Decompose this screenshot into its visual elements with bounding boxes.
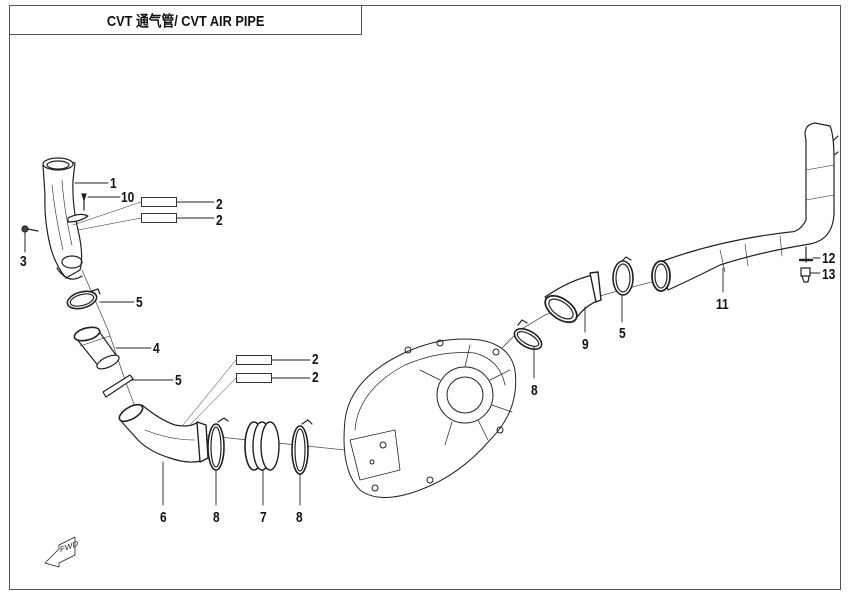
part-10-clip [67,193,89,223]
callout-part-9: 9 [582,336,589,353]
label-placeholder-box [236,355,272,365]
callout-part-4: 4 [153,340,160,357]
part-5-clamp-strip [102,374,134,398]
part-5-clamp-right [612,256,634,323]
callout-part-2: 2 [216,196,223,213]
part-1-upper-duct [42,157,83,280]
callout-part-3: 3 [20,253,27,270]
callout-part-11: 11 [716,296,729,313]
callout-part-8: 8 [296,509,303,526]
title-box: CVT 通气管/ CVT AIR PIPE [9,5,362,35]
callout-part-2: 2 [312,369,319,386]
callout-part-6: 6 [160,509,167,526]
label-placeholder-box [141,197,177,207]
part-8-clamp-left [207,417,229,506]
forward-arrow-icon: FWD [44,536,78,568]
part-11-exhaust-pipe [651,122,839,293]
callout-part-2: 2 [312,351,319,368]
callout-part-5: 5 [175,372,182,389]
part-8-clamp-right [291,419,313,506]
page-title: CVT 通气管/ CVT AIR PIPE [106,12,265,30]
part-3-bolt [21,225,39,253]
callout-part-2: 2 [216,212,223,229]
callout-part-12: 12 [822,250,836,267]
part-13-nut [800,267,821,283]
label-placeholder-box [141,213,177,223]
part-12-washer [798,246,821,263]
callout-part-10: 10 [121,189,135,206]
part-4-connector [73,326,120,370]
callout-part-8: 8 [213,509,220,526]
callout-leader-lines [72,182,311,426]
callout-part-8: 8 [531,382,538,399]
part-5-clamp-top [66,288,101,310]
callout-part-1: 1 [110,175,117,192]
callout-part-5: 5 [136,294,143,311]
callout-part-5: 5 [619,325,626,342]
part-6-elbow-duct [118,403,209,506]
diagram-frame [9,5,841,590]
part-8-clamp-upper [513,319,543,379]
part-7-coupling [244,421,280,506]
callout-part-7: 7 [260,509,267,526]
part-9-exhaust-elbow [544,271,602,333]
label-placeholder-box [236,373,272,383]
cvt-housing [343,338,517,498]
callout-part-13: 13 [822,266,836,283]
